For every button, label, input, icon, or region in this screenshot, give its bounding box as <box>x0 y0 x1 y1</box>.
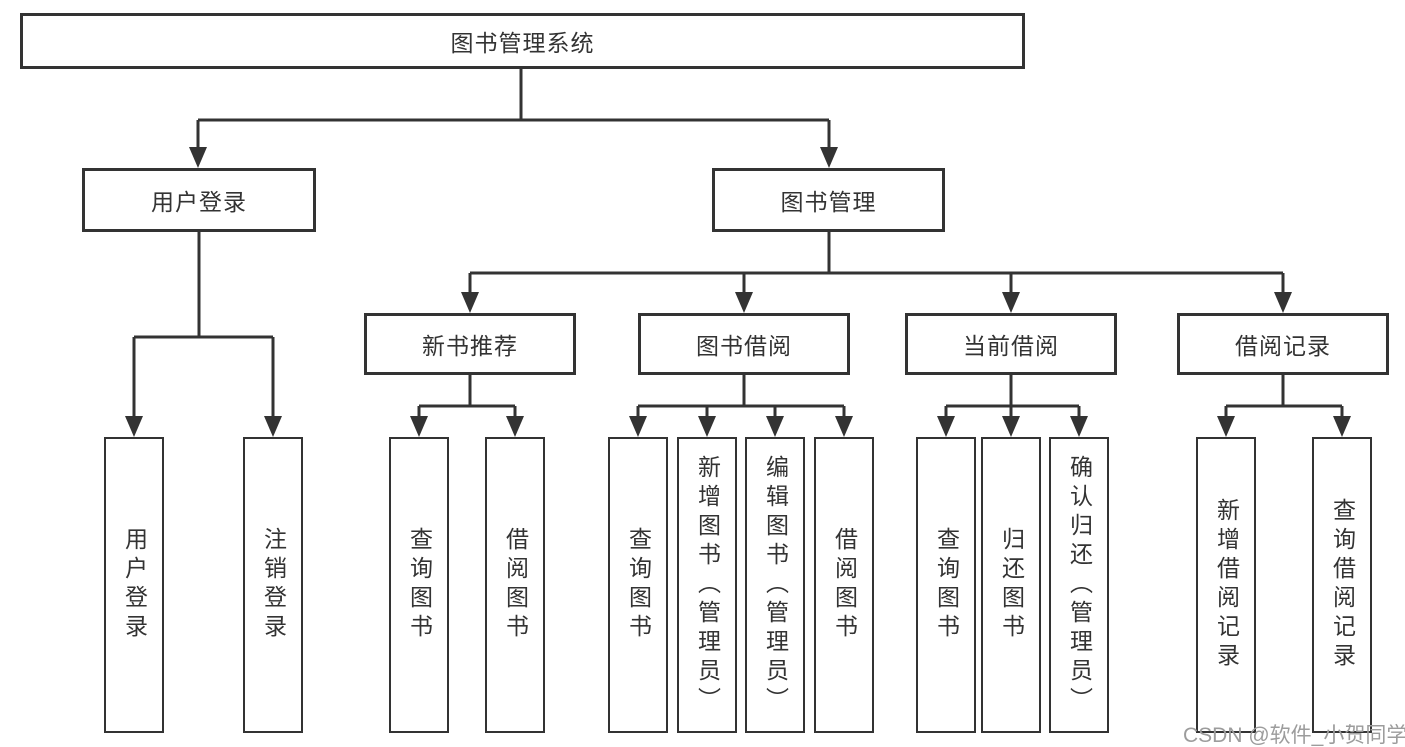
leaf-query-books-recommend-label: 查询图书 <box>406 527 433 643</box>
node-borrow-records-label: 借阅记录 <box>1235 333 1331 359</box>
leaf-confirm-return-admin: 确认归还（管理员） <box>1049 437 1109 733</box>
leaf-logout-label: 注销登录 <box>260 527 287 643</box>
connector-new-book-recommend-branch <box>410 375 524 437</box>
node-new-book-recommend-label: 新书推荐 <box>422 333 518 359</box>
leaf-confirm-return-admin-label: 确认归还（管理员） <box>1066 454 1093 716</box>
leaf-borrow-books: 借阅图书 <box>814 437 874 733</box>
leaf-add-borrow-record-label: 新增借阅记录 <box>1213 498 1240 672</box>
node-root: 图书管理系统 <box>20 13 1025 69</box>
leaf-query-borrow-record: 查询借阅记录 <box>1312 437 1372 733</box>
connector-root-branch <box>189 69 838 168</box>
leaf-borrow-books-label: 借阅图书 <box>831 527 858 643</box>
leaf-query-books-recommend: 查询图书 <box>389 437 449 733</box>
leaf-query-books-borrow-label: 查询图书 <box>625 527 652 643</box>
node-book-borrow-label: 图书借阅 <box>696 333 792 359</box>
leaf-return-books: 归还图书 <box>981 437 1041 733</box>
leaf-user-login: 用户登录 <box>104 437 164 733</box>
leaf-add-books-admin: 新增图书（管理员） <box>677 437 737 733</box>
leaf-borrow-books-recommend-label: 借阅图书 <box>502 527 529 643</box>
node-user-login: 用户登录 <box>82 168 316 232</box>
csdn-watermark: CSDN @软件_小贺同学 <box>1183 724 1405 747</box>
connector-book-management-branch <box>461 232 1292 313</box>
node-current-borrow: 当前借阅 <box>905 313 1117 375</box>
node-current-borrow-label: 当前借阅 <box>963 333 1059 359</box>
leaf-logout: 注销登录 <box>243 437 303 733</box>
leaf-edit-books-admin: 编辑图书（管理员） <box>745 437 805 733</box>
node-book-management-label: 图书管理 <box>780 189 877 215</box>
connector-current-borrow-branch <box>937 375 1088 437</box>
leaf-borrow-books-recommend: 借阅图书 <box>485 437 545 733</box>
leaf-return-books-label: 归还图书 <box>998 527 1025 643</box>
leaf-add-books-admin-label: 新增图书（管理员） <box>694 454 721 716</box>
node-user-login-label: 用户登录 <box>151 189 247 215</box>
connector-book-borrow-branch <box>629 375 853 437</box>
connector-user-login-branch <box>125 232 282 437</box>
node-root-label: 图书管理系统 <box>450 30 595 56</box>
leaf-query-books-current-label: 查询图书 <box>933 527 960 643</box>
connector-borrow-records-branch <box>1217 375 1351 437</box>
node-book-management: 图书管理 <box>712 168 945 232</box>
leaf-edit-books-admin-label: 编辑图书（管理员） <box>762 454 789 716</box>
leaf-user-login-label: 用户登录 <box>121 527 148 643</box>
node-new-book-recommend: 新书推荐 <box>364 313 576 375</box>
leaf-query-books-borrow: 查询图书 <box>608 437 668 733</box>
node-borrow-records: 借阅记录 <box>1177 313 1389 375</box>
leaf-add-borrow-record: 新增借阅记录 <box>1196 437 1256 733</box>
leaf-query-books-current: 查询图书 <box>916 437 976 733</box>
leaf-query-borrow-record-label: 查询借阅记录 <box>1329 498 1356 672</box>
node-book-borrow: 图书借阅 <box>638 313 850 375</box>
